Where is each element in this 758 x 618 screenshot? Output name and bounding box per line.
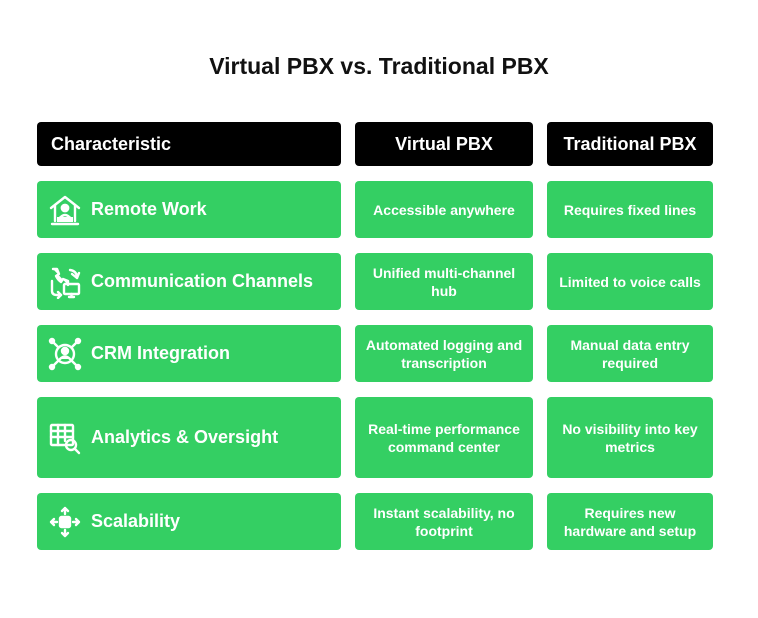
traditional-scalability: Requires new hardware and setup bbox=[547, 493, 713, 550]
header-characteristic: Characteristic bbox=[37, 122, 341, 166]
virtual-crm-integration: Automated logging and transcription bbox=[355, 325, 533, 382]
person-network-icon bbox=[47, 336, 83, 372]
header-traditional-pbx: Traditional PBX bbox=[547, 122, 713, 166]
row-label-text: Analytics & Oversight bbox=[91, 427, 279, 447]
row-label-text: Scalability bbox=[91, 511, 181, 531]
row-label-analytics-oversight: Analytics & Oversight bbox=[37, 397, 341, 478]
virtual-remote-work: Accessible anywhere bbox=[355, 181, 533, 238]
traditional-crm-integration: Manual data entry required bbox=[547, 325, 713, 382]
home-worker-icon bbox=[47, 192, 83, 228]
row-label-crm-integration: CRM Integration bbox=[37, 325, 341, 382]
traditional-analytics-oversight: No visibility into key metrics bbox=[547, 397, 713, 478]
page-title: Virtual PBX vs. Traditional PBX bbox=[209, 53, 549, 79]
virtual-communication-channels: Unified multi-channel hub bbox=[355, 253, 533, 310]
traditional-communication-channels: Limited to voice calls bbox=[547, 253, 713, 310]
expand-arrows-icon bbox=[47, 504, 83, 540]
row-label-remote-work: Remote Work bbox=[37, 181, 341, 238]
spreadsheet-search-icon bbox=[47, 420, 83, 456]
virtual-analytics-oversight: Real-time performance command center bbox=[355, 397, 533, 478]
virtual-scalability: Instant scalability, no footprint bbox=[355, 493, 533, 550]
row-label-text: Communication Channels bbox=[91, 271, 314, 291]
row-label-communication-channels: Communication Channels bbox=[37, 253, 341, 310]
header-virtual-pbx: Virtual PBX bbox=[355, 122, 533, 166]
row-label-text: Remote Work bbox=[91, 199, 207, 219]
row-label-text: CRM Integration bbox=[91, 343, 230, 363]
phone-to-computer-icon bbox=[47, 264, 83, 300]
traditional-remote-work: Requires fixed lines bbox=[547, 181, 713, 238]
row-label-scalability: Scalability bbox=[37, 493, 341, 550]
